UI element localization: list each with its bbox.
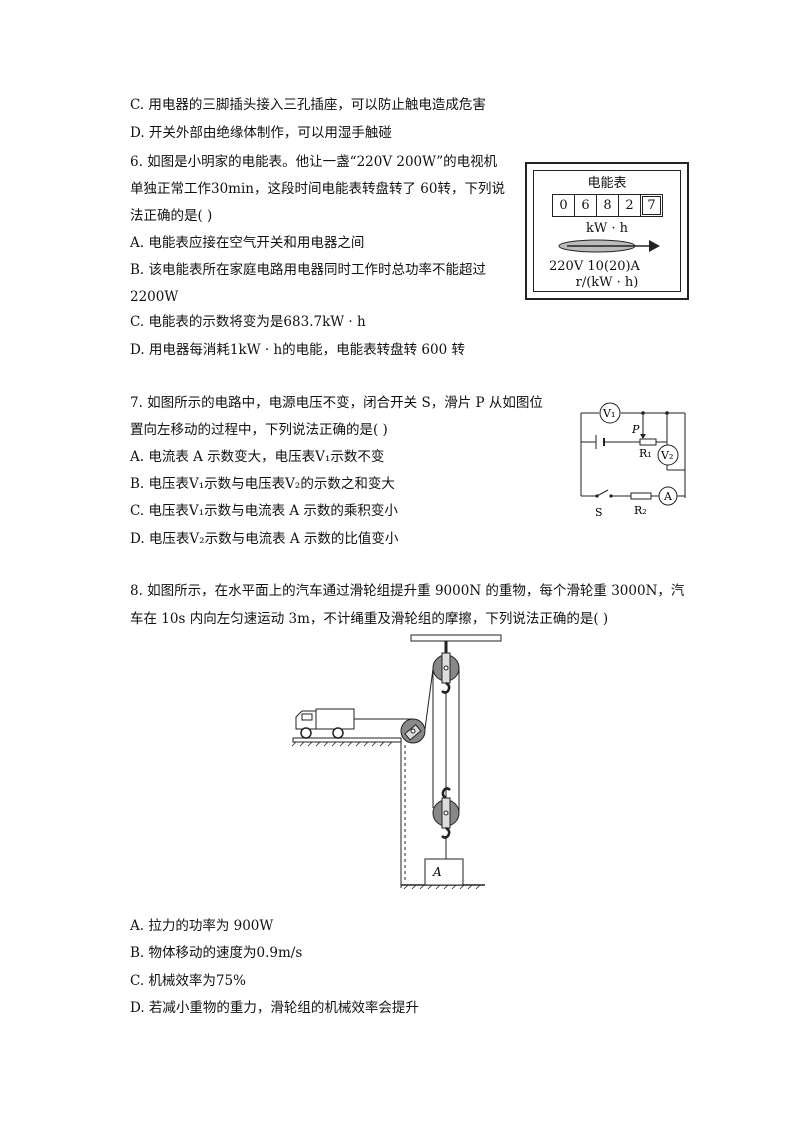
meter-disc-icon <box>558 239 660 253</box>
q6-option-d: D. 用电器每消耗1kW · h的电能，电能表转盘转 600 转 <box>130 342 465 358</box>
electric-meter-figure: 电能表 0 6 8 2 7 kW · h 220V 10(20)A r/(kW … <box>525 162 689 300</box>
meter-digit: 8 <box>597 195 619 216</box>
fixed-pulley-hook <box>441 681 451 694</box>
q7-option-d: D. 电压表V₂示数与电流表 A 示数的比值变小 <box>130 531 399 547</box>
q8-option-a: A. 拉力的功率为 900W <box>130 918 274 934</box>
meter-digit: 2 <box>619 195 641 216</box>
meter-spec-rev: r/(kW · h) <box>575 275 639 290</box>
meter-title: 电能表 <box>587 176 627 191</box>
q8-stem-2: 车在 10s 内向左匀速运动 3m，不计绳重及滑轮组的摩擦，下列说法正确的是( … <box>130 611 609 627</box>
switch-pivot-dot <box>595 494 599 498</box>
meter-digits: 0 6 8 2 7 <box>552 194 663 217</box>
r2-label: R₂ <box>634 504 647 517</box>
meter-disc-arrow-head <box>649 240 660 252</box>
q7-option-a: A. 电流表 A 示数变大，电压表V₁示数不变 <box>130 449 385 465</box>
junction-dot <box>665 411 669 415</box>
meter-spec-voltage: 220V 10(20)A <box>549 259 640 274</box>
meter-digit-decimal: 7 <box>642 196 661 215</box>
q6-stem-1: 6. 如图是小明家的电能表。他让一盏“220V 200W”的电视机 <box>130 154 498 170</box>
meter-digit: 6 <box>575 195 597 216</box>
road-surface <box>292 737 402 743</box>
voltmeter-v2 <box>657 444 679 466</box>
circuit-figure: V₁ V₂ A P R₁ S R₂ <box>580 402 686 519</box>
q8-stem-1: 8. 如图所示，在水平面上的汽车通过滑轮组提升重 9000N 的重物，每个滑轮重… <box>130 583 685 599</box>
q6-option-a: A. 电能表应接在空气开关和用电器之间 <box>130 235 365 251</box>
q7-option-c: C. 电压表V₁示数与电流表 A 示数的乘积变小 <box>130 503 398 519</box>
meter-unit: kW · h <box>585 221 628 236</box>
meter-inner-frame <box>533 170 681 292</box>
bottom-ground-hatching <box>403 884 481 890</box>
corner-pulley-axle <box>410 728 416 734</box>
voltmeter-v1 <box>599 402 621 424</box>
q6-option-b-cont: 2200W <box>130 289 179 305</box>
movable-pulley-hook-top <box>441 787 451 800</box>
truck-wheel-front <box>300 727 312 739</box>
movable-pulley-hook-bottom <box>441 826 451 839</box>
switch-s-blade <box>596 489 609 497</box>
movable-pulley-axle <box>443 810 449 816</box>
q7-stem-1: 7. 如图所示的电路中，电源电压不变，闭合开关 S，滑片 P 从如图位 <box>130 395 543 411</box>
weight-block-a <box>424 858 464 886</box>
ceiling-beam <box>410 634 502 642</box>
q6-stem-3: 法正确的是( ) <box>130 208 213 224</box>
q8-option-b: B. 物体移动的速度为0.9m/s <box>130 945 303 961</box>
q8-option-c: C. 机械效率为75% <box>130 973 246 989</box>
slider-p-arrowhead <box>640 434 646 439</box>
r1-label: R₁ <box>639 447 652 460</box>
rope-segment <box>424 668 434 730</box>
truck-window <box>301 713 313 721</box>
junction-dot <box>641 411 645 415</box>
q6-option-b: B. 该电能表所在家庭电路用电器同时工作时总功率不能超过 <box>130 262 487 278</box>
slider-p-label: P <box>631 423 640 436</box>
fixed-pulley-axle <box>443 665 449 671</box>
option-6c-prev: C. 用电器的三脚插头接入三孔插座，可以防止触电造成危害 <box>130 97 486 113</box>
q6-stem-2: 单独正常工作30min，这段时间电能表转盘转了 60转，下列说 <box>130 181 505 197</box>
pulley-system-figure: A <box>291 634 502 890</box>
switch-s-label: S <box>595 506 603 519</box>
meter-digit: 0 <box>553 195 575 216</box>
truck-cargo <box>315 708 355 730</box>
q8-option-d: D. 若减小重物的重力，滑轮组的机械效率会提升 <box>130 1000 419 1016</box>
r2-resistor <box>630 492 652 500</box>
ammeter-a <box>658 486 678 506</box>
q7-option-b: B. 电压表V₁示数与电压表V₂的示数之和变大 <box>130 476 395 492</box>
v1-label: V₁ <box>602 407 615 420</box>
option-6d-prev: D. 开关外部由绝缘体制作，可以用湿手触碰 <box>130 125 392 141</box>
weight-block-label: A <box>432 865 442 879</box>
road-hatching <box>291 741 393 747</box>
r1-resistor <box>639 438 657 446</box>
q6-option-c: C. 电能表的示数将变为是683.7kW · h <box>130 314 366 330</box>
ammeter-label: A <box>663 490 673 503</box>
switch-contact-dot <box>609 494 613 498</box>
truck-wheel-rear <box>332 727 344 739</box>
q7-stem-2: 置向左移动的过程中，下列说法正确的是( ) <box>130 422 388 438</box>
v2-label: V₂ <box>660 449 673 462</box>
